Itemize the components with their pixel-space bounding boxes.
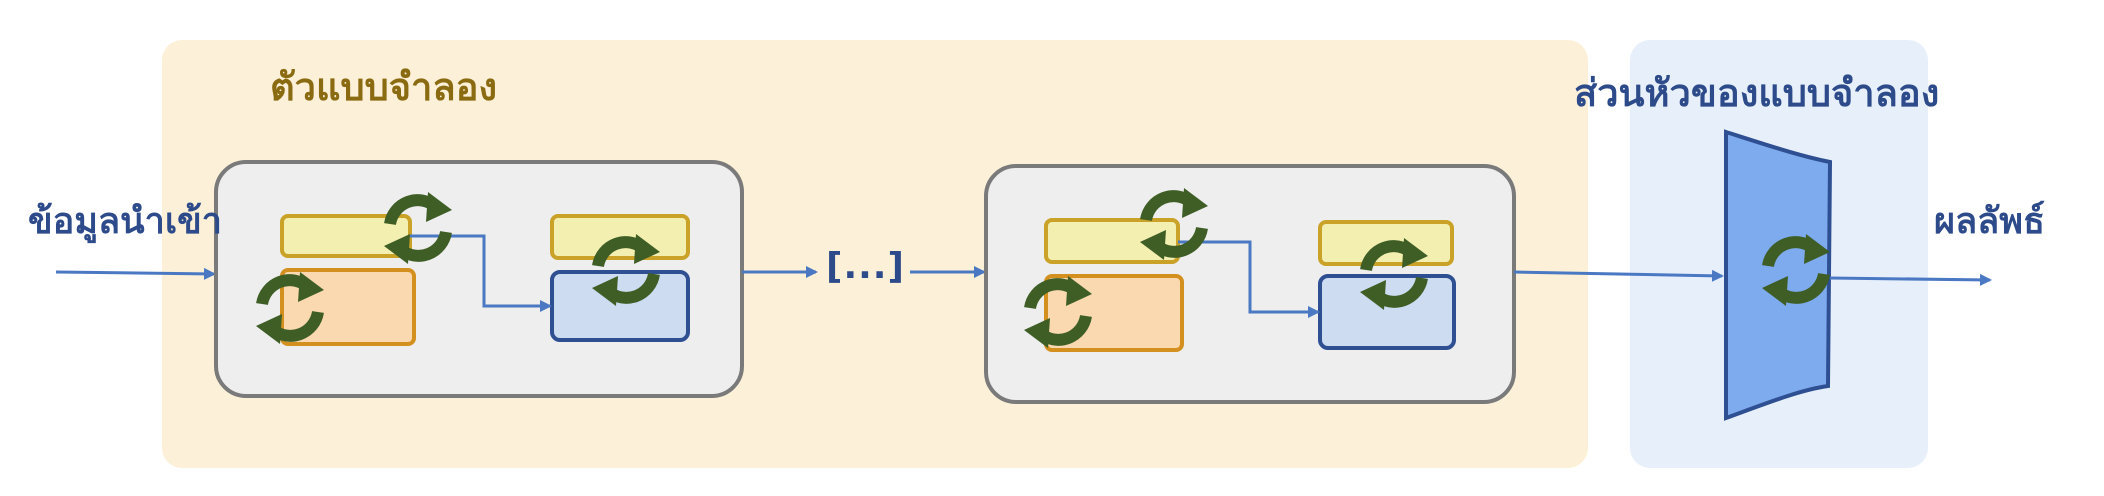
block2-connector-arrow — [1178, 240, 1320, 318]
block1-blue-layer — [550, 270, 690, 342]
model-title: ตัวแบบจำลอง — [270, 65, 498, 109]
output-label: ผลลัพธ์ — [1934, 201, 2045, 242]
model-head-layer — [1724, 129, 1830, 421]
block2-blue-layer — [1318, 274, 1456, 350]
output-arrow — [1829, 273, 1992, 286]
arrow-to-head — [1513, 269, 1724, 282]
layer-block-2 — [984, 164, 1516, 404]
input-label: ข้อมูลนำเข้า — [28, 201, 222, 242]
input-arrow — [55, 267, 216, 280]
layer-block-1 — [214, 160, 744, 398]
model-head-title: ส่วนหัวของแบบจำลอง — [1574, 71, 1940, 115]
ellipsis-label: [...] — [826, 246, 905, 287]
